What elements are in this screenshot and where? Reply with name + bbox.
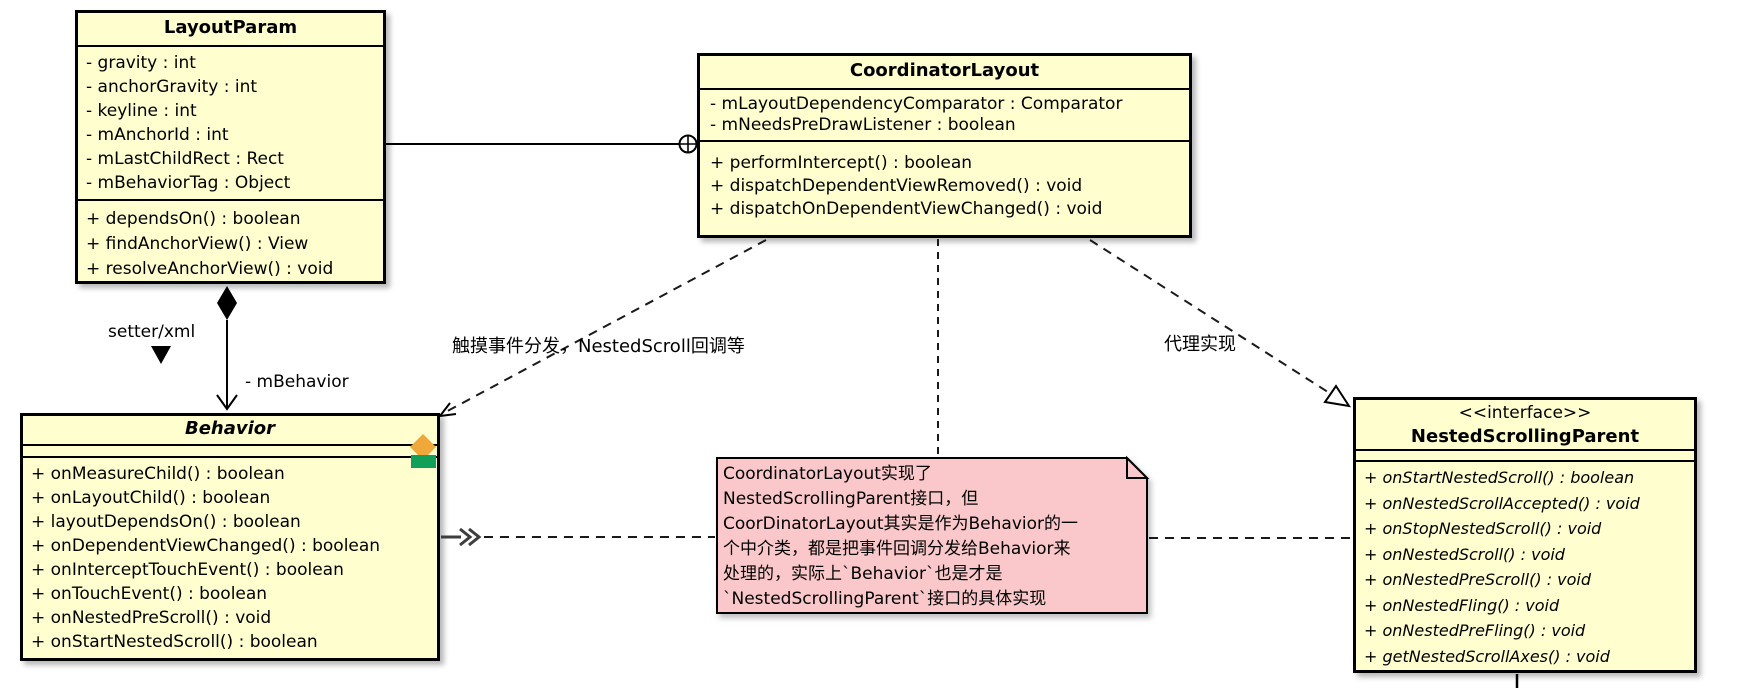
method-row: + onTouchEvent() : boolean: [31, 584, 268, 604]
method-row: + onStartNestedScroll() : boolean: [31, 632, 318, 652]
method-row: + onMeasureChild() : boolean: [31, 464, 285, 484]
class-nestedscrollingparent: <<interface>> NestedScrollingParent + on…: [1353, 397, 1697, 673]
method-row: + onNestedPreScroll() : void: [31, 608, 272, 628]
note-line: CoorDinatorLayout其实是作为Behavior的一: [723, 514, 1078, 534]
note-line: `NestedScrollingParent`接口的具体实现: [723, 589, 1047, 609]
method-row: + resolveAnchorView() : void: [86, 259, 334, 279]
method-row: + getNestedScrollAxes() : void: [1364, 646, 1610, 666]
attribute-row: - anchorGravity : int: [86, 77, 258, 97]
method-row: + dispatchOnDependentViewChanged() : voi…: [710, 199, 1103, 219]
note: CoordinatorLayout实现了 NestedScrollingParen…: [723, 462, 1135, 612]
method-row: + onNestedScroll() : void: [1364, 544, 1565, 564]
note-line: 个中介类，都是把事件回调分发给Behavior来: [723, 539, 1071, 559]
edge-label-proxy-impl: 代理实现: [1164, 334, 1236, 355]
method-row: + onStartNestedScroll() : boolean: [1364, 468, 1635, 487]
method-row: + onNestedPreScroll() : void: [1364, 570, 1592, 589]
class-behavior: Behavior + onMeasureChild() : boolean+ o…: [20, 413, 440, 661]
class-methods: + onStartNestedScroll() : boolean + onNes…: [1356, 462, 1694, 670]
edge-label-setter-xml: setter/xml: [108, 322, 196, 342]
note-line: NestedScrollingParent接口，但: [723, 489, 979, 509]
containment-edge: [386, 134, 698, 154]
method-row: + onNestedFling() : void: [1364, 595, 1560, 615]
class-attributes: - mLayoutDependencyComparator : Comparat…: [700, 90, 1189, 142]
class-layoutparam: LayoutParam - gravity : int - anchorGravi…: [75, 10, 386, 284]
class-methods: + performIntercept() : boolean + dispatch…: [700, 142, 1189, 235]
method-row: + dispatchDependentViewRemoved() : void: [710, 176, 1083, 196]
method-row: + onDependentViewChanged() : boolean: [31, 536, 381, 556]
edge-label-mbehavior: - mBehavior: [245, 372, 349, 392]
method-row: + onInterceptTouchEvent() : boolean: [31, 560, 344, 580]
composition-edge: [216, 286, 238, 411]
method-row: + onNestedPreFling() : void: [1364, 621, 1586, 640]
note-line: CoordinatorLayout实现了: [723, 464, 932, 484]
class-attributes-empty: [1356, 451, 1694, 462]
class-attributes-empty: [23, 446, 437, 458]
attribute-row: - mLayoutDependencyComparator : Comparat…: [710, 94, 1123, 114]
attribute-row: - mNeedsPreDrawListener : boolean: [710, 115, 1016, 135]
class-attributes: - gravity : int - anchorGravity : int - ke…: [78, 47, 383, 201]
direction-triangle-icon: [151, 346, 171, 364]
note-line: 处理的，实际上`Behavior`也是才是: [723, 564, 1003, 584]
edge-label-touch-dispatch: 触摸事件分发，NestedScroll回调等: [452, 336, 745, 357]
method-row: + findAnchorView() : View: [86, 234, 309, 254]
attribute-row: - mAnchorId : int: [86, 125, 229, 145]
attribute-row: - mLastChildRect : Rect: [86, 149, 284, 169]
realization-edge: [1089, 239, 1352, 408]
method-row: + onLayoutChild() : boolean: [31, 488, 271, 508]
class-methods: + onMeasureChild() : boolean + onLayoutCh…: [23, 458, 437, 658]
class-title-block: <<interface>> NestedScrollingParent: [1356, 400, 1694, 451]
method-row: + performIntercept() : boolean: [710, 153, 973, 173]
class-title: NestedScrollingParent: [1410, 426, 1640, 447]
method-row: + layoutDependsOn() : boolean: [31, 512, 301, 532]
attribute-row: - keyline : int: [86, 101, 197, 121]
class-title: Behavior: [23, 416, 437, 446]
method-row: + onNestedScrollAccepted() : void: [1364, 493, 1640, 513]
class-title: LayoutParam: [78, 13, 383, 47]
stereotype-label: <<interface>>: [1458, 403, 1592, 423]
method-row: + dependsOn() : boolean: [86, 209, 301, 229]
method-row: + onStopNestedScroll() : void: [1364, 519, 1602, 538]
attribute-row: - mBehaviorTag : Object: [86, 173, 291, 193]
class-methods: + dependsOn() : boolean + findAnchorView(…: [78, 201, 383, 281]
attribute-row: - gravity : int: [86, 53, 196, 73]
class-title: CoordinatorLayout: [700, 56, 1189, 90]
class-coordinatorlayout: CoordinatorLayout - mLayoutDependencyCom…: [697, 53, 1192, 238]
dependency-edge-touch: [439, 239, 767, 417]
